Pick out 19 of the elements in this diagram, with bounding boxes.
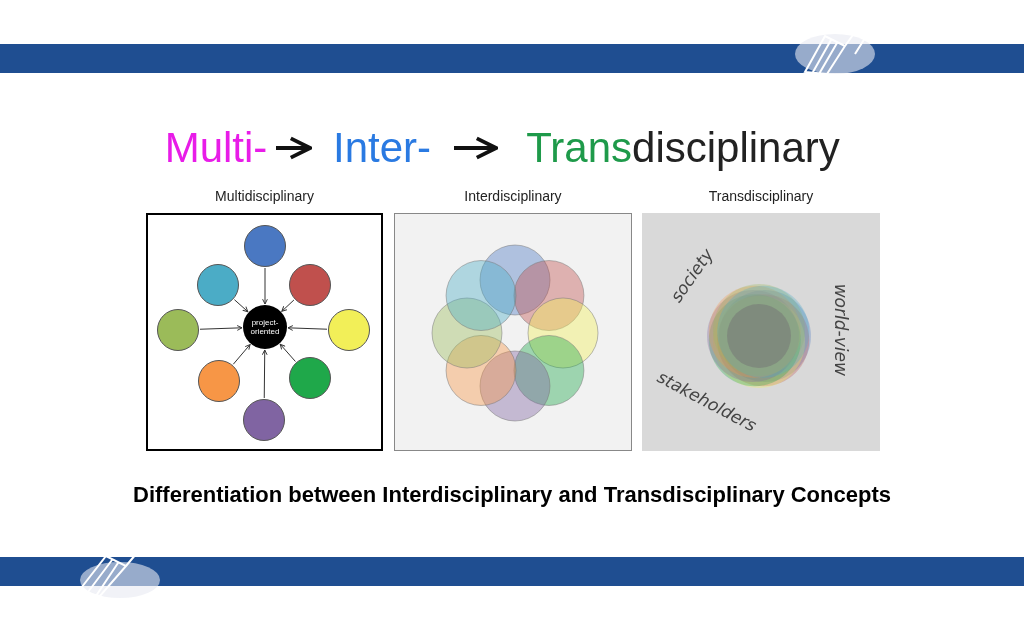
title-word: Inter- bbox=[333, 127, 431, 169]
rotated-label: world-view bbox=[829, 283, 852, 376]
arrow bbox=[281, 299, 295, 312]
panel-heading: Transdisciplinary bbox=[707, 187, 815, 206]
panel-heading: Multidisciplinary bbox=[214, 187, 315, 206]
arrow bbox=[261, 349, 268, 399]
title-word: Multi- bbox=[164, 127, 268, 169]
title-word: Transdisciplinary bbox=[526, 127, 840, 169]
arrow bbox=[232, 344, 251, 365]
arrow bbox=[276, 136, 312, 160]
hub-label: project-oriented bbox=[249, 318, 281, 336]
arrow bbox=[233, 299, 249, 313]
arrow bbox=[454, 136, 498, 160]
arrow bbox=[287, 325, 328, 331]
arrow bbox=[279, 343, 296, 362]
panel-heading: Interdisciplinary bbox=[463, 187, 563, 206]
arrow bbox=[199, 325, 243, 331]
arrow bbox=[262, 267, 268, 305]
caption: Differentiation between Interdisciplinary and Transdisciplinary Concepts bbox=[132, 481, 892, 509]
